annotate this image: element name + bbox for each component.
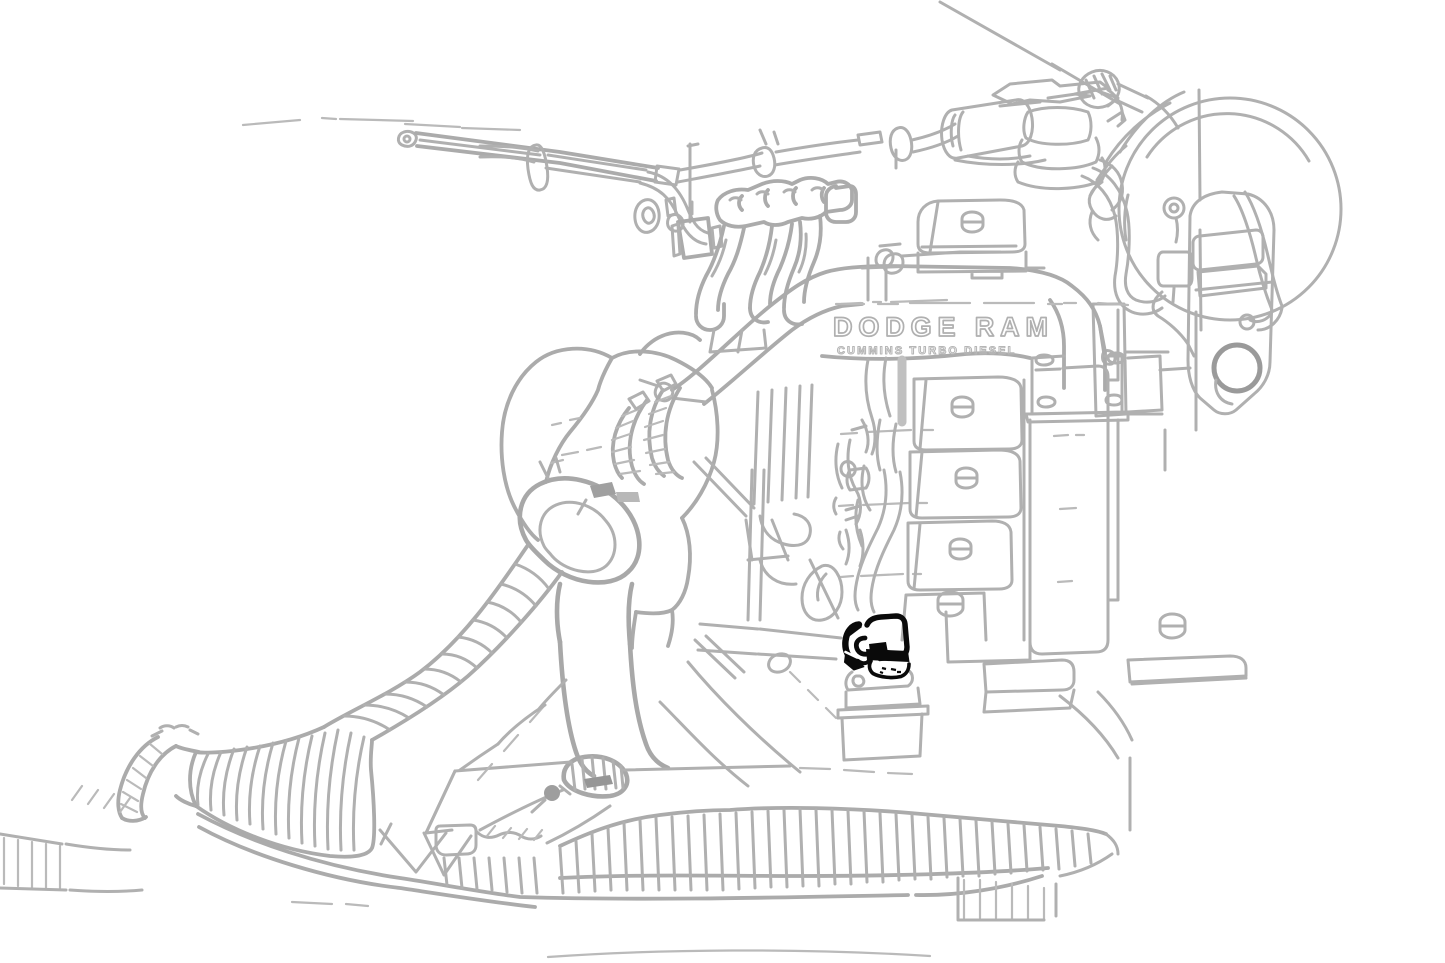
svg-text:CUMMINS TURBO DIESEL: CUMMINS TURBO DIESEL xyxy=(837,345,1015,357)
svg-text:DODGE RAM: DODGE RAM xyxy=(833,312,1049,342)
